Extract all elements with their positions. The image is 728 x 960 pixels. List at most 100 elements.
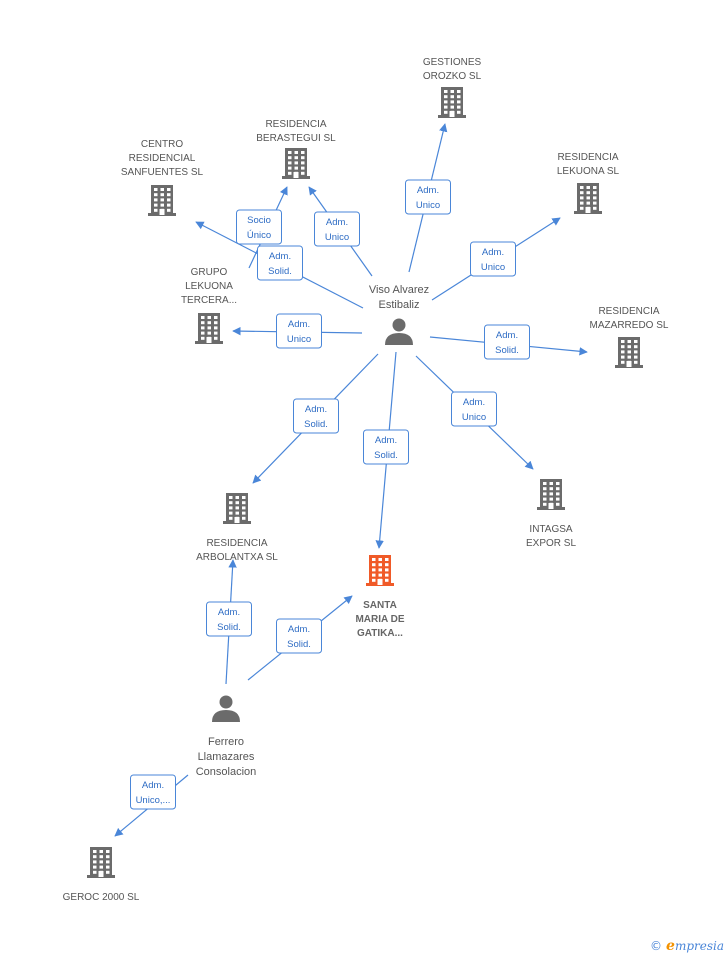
edge-label-box [405, 179, 451, 215]
edge-label-text: Unico [462, 412, 486, 423]
edge-label-text: Único [247, 230, 271, 241]
edge-label-text: Solid. [374, 450, 398, 461]
edge-label-box [314, 211, 360, 247]
brand-name: mpresia [674, 939, 724, 953]
node-label: Ferrero [208, 736, 244, 748]
brand-initial: e [666, 938, 675, 954]
building-icon [366, 555, 394, 586]
copyright-icon: © [650, 939, 663, 953]
edge-label-text: Solid. [217, 622, 241, 633]
edge-label-box [130, 774, 176, 810]
edge-label-text: Adm. [496, 330, 518, 341]
edge-label-text: Unico [481, 262, 505, 273]
node-label: ARBOLANTXA SL [196, 552, 278, 563]
edge-label-box [293, 398, 339, 434]
building-icon [615, 337, 643, 368]
edge-label-viso-to-santamaria[interactable]: Adm. Solid. [363, 429, 409, 465]
edge-label-box [484, 324, 530, 360]
edge-label-box [257, 245, 303, 281]
node-label: EXPOR SL [526, 538, 576, 549]
edge-label-ferrero-to-arbolantxa[interactable]: Adm. Solid. [206, 601, 252, 637]
node-label: RESIDENCIA [265, 119, 326, 130]
node-label: RESIDENCIAL [129, 153, 196, 164]
building-icon [438, 87, 466, 118]
node-label: Viso Alvarez [369, 284, 429, 296]
node-label: RESIDENCIA [557, 152, 618, 163]
building-icon [195, 313, 223, 344]
edge-label-text: Adm. [305, 404, 327, 415]
node-label: Llamazares [198, 751, 255, 763]
edge-label-text: Adm. [218, 607, 240, 618]
edge-label-text: Adm. [142, 780, 164, 791]
building-icon [282, 148, 310, 179]
building-icon [148, 185, 176, 216]
building-icon [574, 183, 602, 214]
edge-labels-layer: Adm.UnicoAdm.UnicoSocioÚnicoAdm.Solid.Ad… [130, 179, 530, 810]
edge-label-viso-to-mazarredo[interactable]: Adm. Solid. [484, 324, 530, 360]
building-icon [537, 479, 565, 510]
edge-label-box [236, 209, 282, 245]
node-label: Consolacion [196, 766, 257, 778]
node-label: SANFUENTES SL [121, 167, 204, 178]
edge-label-text: Unico [287, 334, 311, 345]
person-icon [385, 318, 413, 345]
edge-label-box [276, 618, 322, 654]
edge-label-text: Unico [325, 232, 349, 243]
node-label: GEROC 2000 SL [63, 892, 140, 903]
edge-label-text: Adm. [326, 217, 348, 228]
edge-label-text: Solid. [304, 419, 328, 430]
edge-label-ferrero-to-geroc[interactable]: Adm.Unico,... [130, 774, 176, 810]
node-label: CENTRO [141, 139, 183, 150]
node-label: GRUPO [191, 267, 228, 278]
node-label: MARIA DE [355, 614, 404, 625]
building-icon [87, 847, 115, 878]
edge-label-viso-to-grupo[interactable]: Adm. Unico [276, 313, 322, 349]
edge-label-text: Solid. [495, 345, 519, 356]
node-label: RESIDENCIA [598, 306, 659, 317]
edge-label-text: Solid. [268, 266, 292, 277]
building-icon [223, 493, 251, 524]
node-geroc[interactable]: GEROC 2000 SL [63, 847, 140, 903]
node-label: INTAGSA [529, 524, 572, 535]
edge-label-viso-to-gestiones[interactable]: Adm. Unico [405, 179, 451, 215]
edge-label-text: Adm. [417, 185, 439, 196]
edge-label-box [451, 391, 497, 427]
edge-label-viso-to-arbolantxa[interactable]: Adm. Solid. [293, 398, 339, 434]
node-label: SANTA [363, 600, 397, 611]
edge-label-box [276, 313, 322, 349]
node-label: GESTIONES [423, 57, 482, 68]
node-intagsa[interactable]: INTAGSA EXPOR SL [526, 479, 576, 549]
edge-label-text: Adm. [375, 435, 397, 446]
edge-label-text: Adm. [463, 397, 485, 408]
edge-label-ferrero-to-santamaria[interactable]: Adm.Solid. [276, 618, 322, 654]
node-sanfuentes[interactable]: CENTRO RESIDENCIAL SANFUENTES SL [121, 139, 204, 216]
node-label: LEKUONA [185, 281, 233, 292]
node-label: Estibaliz [379, 299, 420, 311]
edge-label-text: Unico [416, 200, 440, 211]
node-santamaria[interactable]: SANTA MARIA DE GATIKA... [355, 555, 405, 639]
edge-label-viso-to-intagsa[interactable]: Adm. Unico [451, 391, 497, 427]
brand-footer[interactable]: ©empresia [650, 938, 724, 954]
edge-label-box [470, 241, 516, 277]
edge-label-viso-to-lekuona[interactable]: Adm. Unico [470, 241, 516, 277]
edge-label-box [206, 601, 252, 637]
edge-label-viso-to-sanfuentes[interactable]: Adm.Solid. [257, 245, 303, 281]
edge-label-viso-to-berastegui[interactable]: Adm. Unico [314, 211, 360, 247]
node-label: GATIKA... [357, 628, 403, 639]
edge-label-text: Adm. [482, 247, 504, 258]
edge-label-box [363, 429, 409, 465]
edge-label-text: Adm. [288, 319, 310, 330]
node-label: TERCERA... [181, 295, 237, 306]
node-grupo[interactable]: GRUPO LEKUONA TERCERA... [181, 267, 237, 344]
person-icon [212, 695, 240, 722]
